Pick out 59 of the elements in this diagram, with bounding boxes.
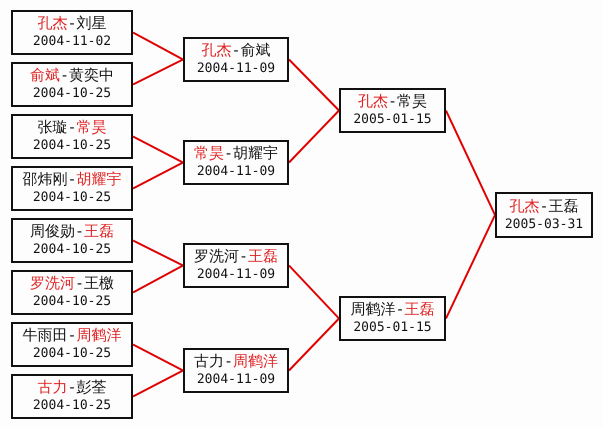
match-box xyxy=(339,88,446,133)
bracket-line xyxy=(288,110,340,164)
match-date: 2004-11-02 xyxy=(32,33,112,51)
player-names: 周鹤洋-王磊 xyxy=(350,300,435,319)
bracket-line xyxy=(132,32,184,60)
match-box xyxy=(11,270,133,315)
bracket-line xyxy=(132,264,184,294)
bracket-line xyxy=(132,162,184,190)
match-date: 2005-03-31 xyxy=(504,216,584,234)
match-date: 2004-10-25 xyxy=(32,397,112,415)
match-date: 2004-11-09 xyxy=(196,163,276,181)
bracket-line xyxy=(132,370,184,398)
match-box xyxy=(495,192,593,238)
player-names: 孔杰-常昊 xyxy=(358,92,428,111)
bracket-line xyxy=(288,318,340,372)
bracket-line xyxy=(445,110,496,216)
match-date: 2004-10-25 xyxy=(32,137,112,155)
player-names: 牛雨田-周鹤洋 xyxy=(22,326,122,345)
bracket-line xyxy=(288,264,340,320)
bracket-line xyxy=(132,240,184,266)
player-names: 常昊-胡耀宇 xyxy=(194,144,278,163)
player-names: 孔杰-俞斌 xyxy=(201,41,271,60)
match-box xyxy=(11,10,133,55)
match-box xyxy=(11,114,133,159)
bracket-line xyxy=(132,58,184,86)
match-box xyxy=(11,62,133,107)
match-date: 2004-11-09 xyxy=(196,266,276,284)
player-names: 孔杰-刘星 xyxy=(37,14,107,33)
match-date: 2004-11-09 xyxy=(196,60,276,78)
match-date: 2004-10-25 xyxy=(32,241,112,259)
match-date: 2005-01-15 xyxy=(353,111,432,129)
player-names: 罗洗河-王檄 xyxy=(30,274,114,293)
match-date: 2004-10-25 xyxy=(32,85,112,103)
bracket-line xyxy=(445,214,496,319)
player-names: 古力-周鹤洋 xyxy=(194,352,278,371)
match-box xyxy=(11,374,133,419)
match-box xyxy=(183,140,289,185)
match-box xyxy=(11,166,133,211)
match-date: 2004-10-25 xyxy=(32,345,112,363)
match-date: 2004-10-25 xyxy=(32,189,112,207)
match-box xyxy=(339,296,446,341)
player-names: 罗洗河-王磊 xyxy=(194,247,278,266)
match-box xyxy=(11,322,133,367)
match-date: 2004-10-25 xyxy=(32,293,112,311)
player-names: 俞斌-黄奕中 xyxy=(30,66,114,85)
match-box xyxy=(11,218,133,263)
player-names: 张璇-常昊 xyxy=(37,118,107,137)
player-names: 孔杰-王磊 xyxy=(509,196,579,216)
match-box xyxy=(183,243,289,288)
bracket-line xyxy=(132,344,184,372)
match-box xyxy=(183,37,289,82)
match-date: 2004-11-09 xyxy=(196,371,276,389)
match-date: 2005-01-15 xyxy=(353,319,432,337)
bracket-line xyxy=(132,136,184,164)
player-names: 古力-彭荃 xyxy=(37,378,107,397)
player-names: 周俊勋-王磊 xyxy=(30,222,114,241)
match-box xyxy=(183,348,289,393)
player-names: 邵炜刚-胡耀宇 xyxy=(22,170,122,189)
bracket-line xyxy=(288,58,340,112)
